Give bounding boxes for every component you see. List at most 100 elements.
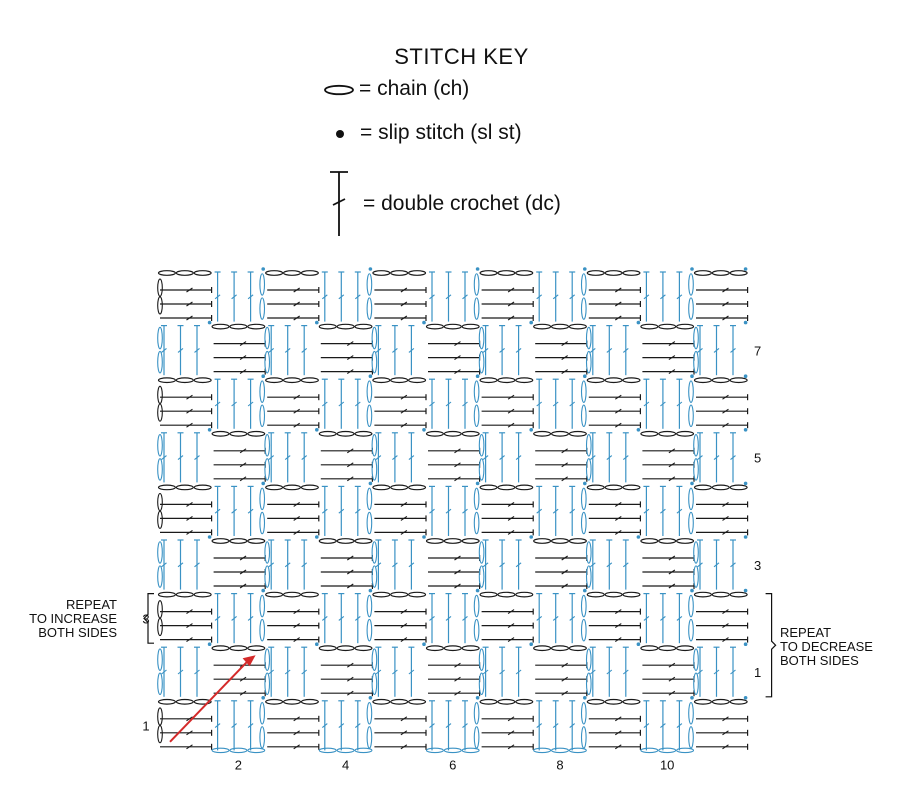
dc-slash <box>321 723 328 729</box>
slip-stitch-dot <box>207 535 212 539</box>
turning-chain <box>478 648 485 671</box>
dc-slash <box>507 501 515 507</box>
dc-slash <box>614 623 622 629</box>
chain-stitch <box>265 698 284 705</box>
dc-slash <box>589 669 596 675</box>
chain-stitch <box>425 645 444 652</box>
turning-chain <box>580 297 587 320</box>
dc-slash <box>668 583 676 589</box>
chain-stitch <box>461 538 480 544</box>
dc-slash <box>722 515 729 521</box>
dc-slash <box>536 723 543 729</box>
dc-slash <box>561 355 568 361</box>
dc-slash <box>713 669 720 675</box>
chain-stitch <box>461 645 480 652</box>
dc-slash <box>400 394 408 400</box>
turning-chain <box>157 565 163 588</box>
turning-chain <box>585 541 592 564</box>
dc-slash <box>392 347 398 353</box>
turning-chain <box>585 350 592 374</box>
turning-chain <box>585 648 592 671</box>
dc-slash <box>515 455 522 461</box>
turning-chain <box>473 618 480 642</box>
chain-stitch <box>193 377 212 384</box>
chain-stitch <box>336 538 355 544</box>
chain-stitch <box>533 430 552 437</box>
key-dc-label: = double crochet (dc) <box>363 192 561 215</box>
turning-chain <box>259 404 266 428</box>
turning-chain <box>366 404 373 428</box>
dc-slash <box>445 294 452 300</box>
chain-stitch <box>265 270 284 276</box>
chain-stitch <box>372 698 391 705</box>
turning-chain <box>473 726 480 749</box>
turning-chain <box>366 297 373 320</box>
dc-slash <box>338 723 345 729</box>
chain-stitch <box>211 430 230 437</box>
dc-slash <box>668 555 676 561</box>
dc-slash <box>429 615 435 621</box>
dc-slash <box>507 637 515 643</box>
dc-slash <box>338 508 345 514</box>
row-label-left: 1 <box>142 719 149 734</box>
dc-slash <box>346 555 354 561</box>
chain-stitch <box>533 323 552 330</box>
turning-chain <box>693 326 699 350</box>
dc-slash <box>293 515 300 521</box>
column-label: 4 <box>342 757 349 772</box>
chain-stitch <box>211 645 230 652</box>
turning-chain <box>580 618 587 642</box>
dc-slash <box>606 347 613 353</box>
dc-slash <box>713 347 720 353</box>
chain-stitch <box>550 323 570 330</box>
dc-slash <box>454 555 461 561</box>
chain-stitch <box>676 430 695 437</box>
dc-slash <box>400 637 408 643</box>
turning-chain <box>693 672 699 696</box>
dc-slash <box>338 615 345 621</box>
turning-chain <box>259 726 266 749</box>
dc-slash <box>186 744 193 750</box>
chain-stitch <box>354 645 373 652</box>
dc-slash <box>400 287 408 293</box>
chain-stitch <box>568 323 587 330</box>
dc-slash <box>293 301 300 307</box>
turning-chain <box>580 511 587 535</box>
repeat-increase-bracket <box>143 593 154 644</box>
slip-stitch-dot <box>475 267 480 271</box>
dc-slash <box>400 408 408 414</box>
dc-slash <box>454 355 461 361</box>
dc-slash <box>231 401 237 407</box>
chain-stitch <box>640 430 659 437</box>
chain-stitch <box>479 484 498 491</box>
chain-stitch <box>372 591 391 598</box>
chain-stitch <box>533 645 552 652</box>
chain-stitch <box>729 698 748 705</box>
dc-slash <box>668 676 676 682</box>
dc-slash <box>231 508 237 514</box>
turning-chain <box>371 350 378 374</box>
chain-stitch <box>550 538 570 544</box>
dc-slash <box>643 294 650 300</box>
chain-stitch <box>658 430 677 437</box>
dc-slash <box>429 508 435 514</box>
dc-slash <box>614 301 622 307</box>
slip-stitch-dot <box>368 481 373 486</box>
dc-slash <box>507 287 515 293</box>
chain-stitch <box>425 538 444 544</box>
dc-slash <box>400 315 408 321</box>
dc-slash <box>499 455 505 461</box>
turning-chain <box>366 380 373 403</box>
repeat-increase-label: REPEAT TO INCREASE BOTH SIDES <box>29 597 117 640</box>
dc-slash <box>346 369 354 375</box>
chain-stitch <box>586 698 605 705</box>
dc-slash <box>614 529 622 535</box>
dc-slash <box>561 583 568 589</box>
dc-slash <box>676 401 683 407</box>
dc-slash <box>186 394 193 400</box>
dc-slash <box>186 408 193 414</box>
dc-slash <box>400 716 408 722</box>
chain-stitch <box>229 747 248 754</box>
slip-stitch-dot <box>583 374 587 379</box>
chain-stitch <box>318 747 337 754</box>
